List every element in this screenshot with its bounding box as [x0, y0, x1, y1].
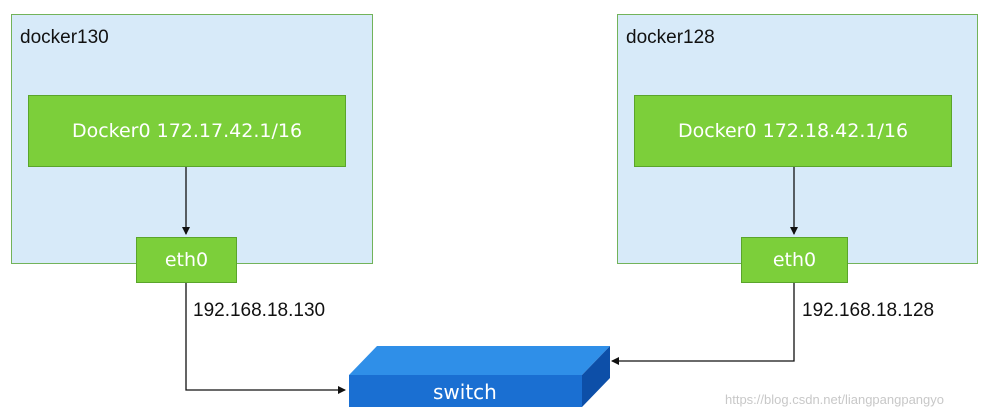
switch-label: switch: [433, 380, 497, 404]
switch-side-face: [582, 346, 610, 407]
host-label: docker128: [626, 27, 715, 48]
ip-address-label: 192.168.18.130: [193, 300, 326, 321]
eth0-to-switch-link: [185, 283, 346, 394]
interface-label: eth0: [772, 249, 817, 271]
switch-device: [349, 346, 610, 407]
ip-address-label: 192.168.18.128: [802, 300, 935, 321]
eth0-interface: eth0: [136, 237, 237, 283]
eth0-interface: eth0: [741, 237, 848, 283]
docker0-bridge: Docker0 172.17.42.1/16: [28, 95, 346, 167]
bridge-label: Docker0 172.18.42.1/16: [677, 120, 909, 142]
eth0-to-switch-link: [611, 283, 795, 365]
watermark: https://blog.csdn.net/liangpangpangyo: [725, 392, 945, 407]
host-label: docker130: [20, 27, 109, 48]
switch-top-face: [349, 346, 610, 375]
docker0-bridge: Docker0 172.18.42.1/16: [634, 95, 952, 167]
bridge-label: Docker0 172.17.42.1/16: [71, 120, 303, 142]
switch-front-face: [349, 375, 582, 407]
interface-label: eth0: [164, 249, 209, 271]
